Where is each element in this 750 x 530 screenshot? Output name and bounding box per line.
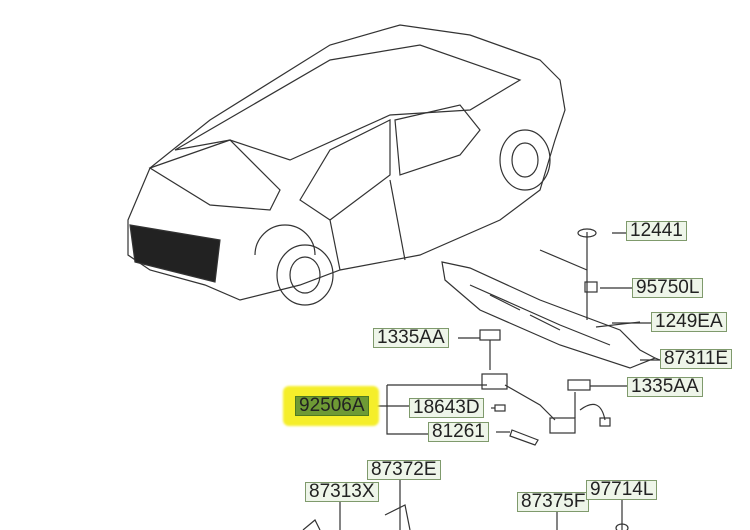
part-label-81261[interactable]: 81261 (428, 422, 489, 442)
part-label-1335AA-right[interactable]: 1335AA (627, 377, 703, 397)
part-label-1249EA[interactable]: 1249EA (651, 312, 727, 332)
part-label-12441[interactable]: 12441 (626, 221, 687, 241)
part-label-97714L[interactable]: 97714L (586, 480, 658, 500)
lower-parts (302, 479, 629, 530)
garnish-assembly (441, 228, 661, 369)
part-label-87372E[interactable]: 87372E (367, 460, 441, 480)
license-lamp-parts (377, 329, 627, 446)
part-label-92506A[interactable]: 92506A (295, 396, 369, 416)
part-label-1335AA-left[interactable]: 1335AA (373, 328, 449, 348)
part-label-18643D[interactable]: 18643D (409, 398, 484, 418)
part-label-95750L[interactable]: 95750L (632, 278, 704, 298)
car-illustration (127, 24, 566, 306)
part-label-87375F[interactable]: 87375F (517, 492, 590, 512)
part-label-87311E[interactable]: 87311E (660, 349, 733, 369)
part-label-87313X[interactable]: 87313X (305, 482, 379, 502)
